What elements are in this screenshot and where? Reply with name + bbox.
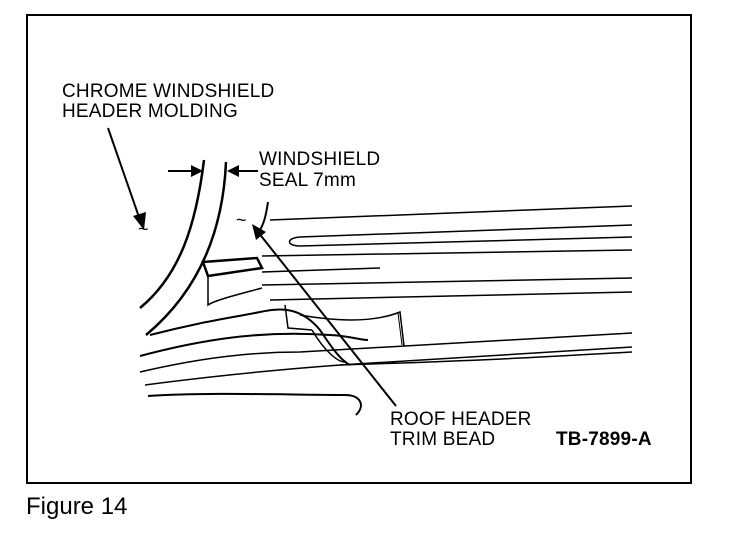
leader-chrome-molding-arrowhead (133, 212, 146, 230)
trim-bead-inner (284, 304, 313, 331)
leader-roof-header-arrowhead (252, 224, 266, 240)
headliner-edge (147, 392, 362, 416)
figure-frame (26, 14, 692, 484)
roof-channel-end (288, 236, 301, 247)
roof-channel-lower (299, 236, 633, 247)
roof-panel-mid-line (261, 249, 633, 257)
trim-bead-outline (149, 308, 351, 366)
seal-block-drop (207, 276, 263, 307)
roof-header-label-line-2: TRIM BEAD (390, 429, 496, 450)
chrome-molding-label-line-1: CHROME WINDSHIELD (62, 81, 275, 102)
windshield-glass-outer-edge (139, 159, 206, 309)
leader-chrome-molding (107, 127, 141, 221)
header-rail-line-1 (261, 277, 633, 286)
roof-header-label-line-1: ROOF HEADER (390, 409, 532, 430)
inner-panel-line-2 (144, 346, 633, 386)
windshield-seal-label-line-1: WINDSHIELD (259, 149, 381, 170)
dimension-arrowhead-right (227, 165, 239, 177)
break-mark-seal: ~ (236, 210, 247, 230)
dimension-arrowhead-left (191, 165, 203, 177)
inner-panel-line-3 (339, 351, 633, 366)
roof-panel-top-line (269, 205, 633, 221)
leader-roof-header (257, 231, 397, 407)
seal-block (201, 256, 264, 278)
windshield-glass-inner-edge (145, 161, 228, 336)
header-bracket-edge (397, 312, 403, 346)
figure-id: TB-7899-A (556, 429, 652, 450)
roof-channel-upper (299, 224, 633, 238)
inner-panel-line-1 (139, 332, 633, 373)
windshield-seal-label-line-2: SEAL 7mm (259, 170, 356, 191)
header-rail-line-2 (269, 291, 633, 301)
roof-panel-short-line (261, 267, 381, 273)
inner-panel-top (139, 332, 369, 357)
header-bracket (299, 310, 405, 347)
chrome-molding-label-line-2: HEADER MOLDING (62, 101, 238, 122)
figure-caption: Figure 14 (26, 493, 128, 520)
